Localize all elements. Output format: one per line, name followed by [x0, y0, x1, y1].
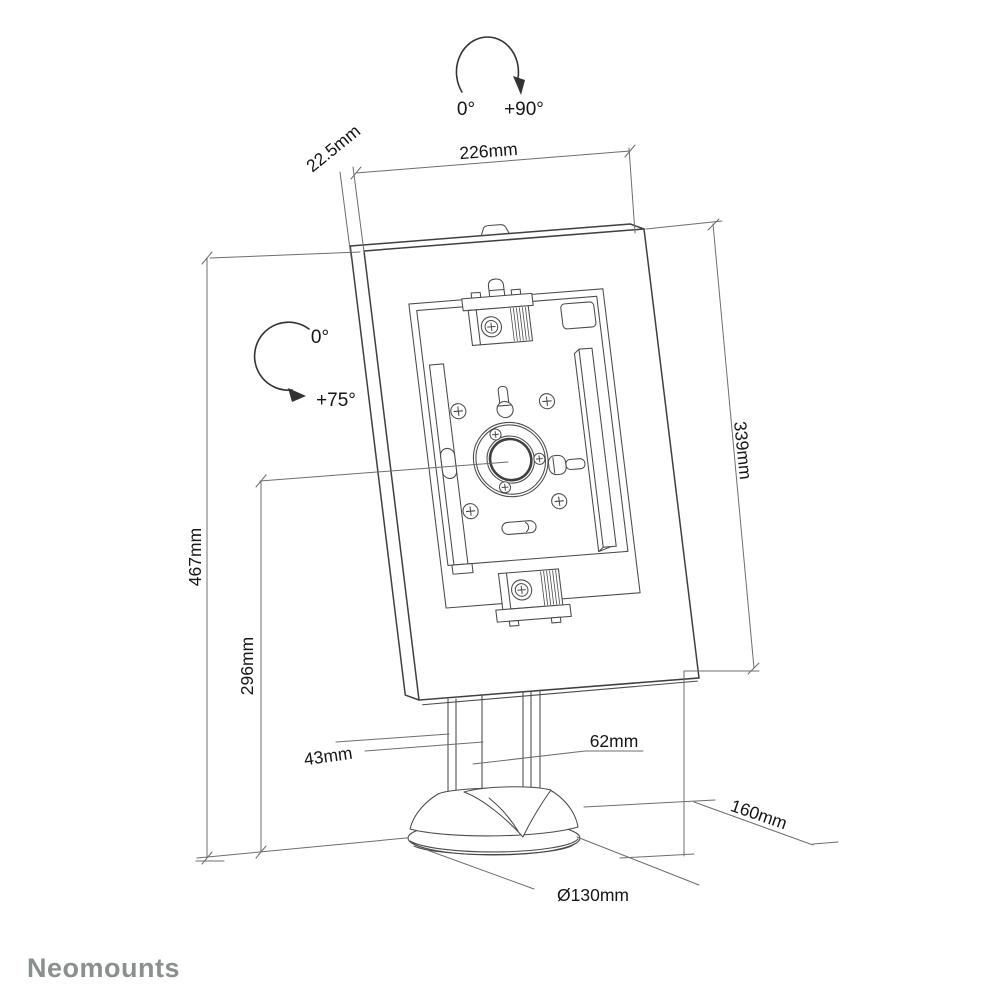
thumb-screw	[547, 454, 586, 476]
rotation-start-label: 0°	[457, 99, 475, 120]
brand-logo: Neomounts	[27, 953, 180, 983]
rotation-arc	[455, 36, 520, 93]
plate-screw-icon	[538, 392, 556, 410]
stand-pole	[447, 690, 541, 802]
enclosure-front-face	[363, 228, 700, 701]
rotation-indicator: 0° +90°	[455, 36, 544, 120]
plate-screw-icon	[461, 502, 480, 520]
dim-base-depth-label: 160mm	[728, 795, 790, 833]
stand-base	[407, 786, 581, 856]
dim-base-diameter-label: Ø130mm	[557, 885, 629, 905]
dim-pole-depth: 62mm	[472, 731, 644, 765]
tilt-start-label: 0°	[311, 327, 329, 348]
tilt-indicator: 0° +75°	[253, 321, 356, 411]
vertical-slot	[440, 447, 458, 479]
tilt-end-label: +75°	[316, 390, 356, 411]
base-beak	[463, 786, 552, 838]
enclosure-top-face	[349, 223, 645, 247]
dim-pole-width-label: 43mm	[303, 743, 354, 770]
enclosure-top-tab	[480, 224, 510, 237]
hub-screw-icon	[532, 452, 547, 466]
dim-width-label: 226mm	[459, 139, 519, 164]
projection-lines	[619, 670, 695, 859]
plate-screw-icon	[550, 492, 569, 510]
enclosure-side-face	[349, 245, 420, 701]
bottom-clamp-bracket	[495, 568, 572, 627]
dim-base-depth: 160mm	[583, 795, 839, 846]
tilt-arrow-icon	[288, 388, 306, 402]
dim-total-height-label: 467mm	[185, 528, 205, 586]
dim-enclosure-height: 339mm	[645, 218, 760, 675]
plate-screw-icon	[449, 402, 468, 420]
rotation-arrow-icon	[513, 76, 525, 95]
dim-total-height: 467mm	[185, 251, 361, 865]
rotation-end-label: +90°	[504, 99, 544, 120]
enclosure-bottom-lip	[422, 680, 698, 706]
dim-pole-depth-label: 62mm	[590, 731, 639, 751]
dim-enclosure-height-label: 339mm	[730, 420, 756, 480]
hub-screw-icon	[488, 428, 503, 441]
right-rail	[573, 347, 617, 553]
plate-notch	[560, 301, 597, 330]
horizontal-slot	[501, 520, 537, 535]
dim-thickness-label: 22.5mm	[302, 121, 364, 176]
vesa-rotation-hub	[472, 421, 549, 498]
dim-center-height: 296mm	[237, 461, 509, 859]
dim-base-diameter: Ø130mm	[426, 836, 700, 905]
dim-center-height-label: 296mm	[237, 637, 257, 695]
locking-pin	[496, 385, 514, 419]
top-clamp-bracket	[461, 278, 534, 346]
tilt-arc	[253, 321, 310, 391]
tablet-enclosure	[349, 223, 700, 706]
